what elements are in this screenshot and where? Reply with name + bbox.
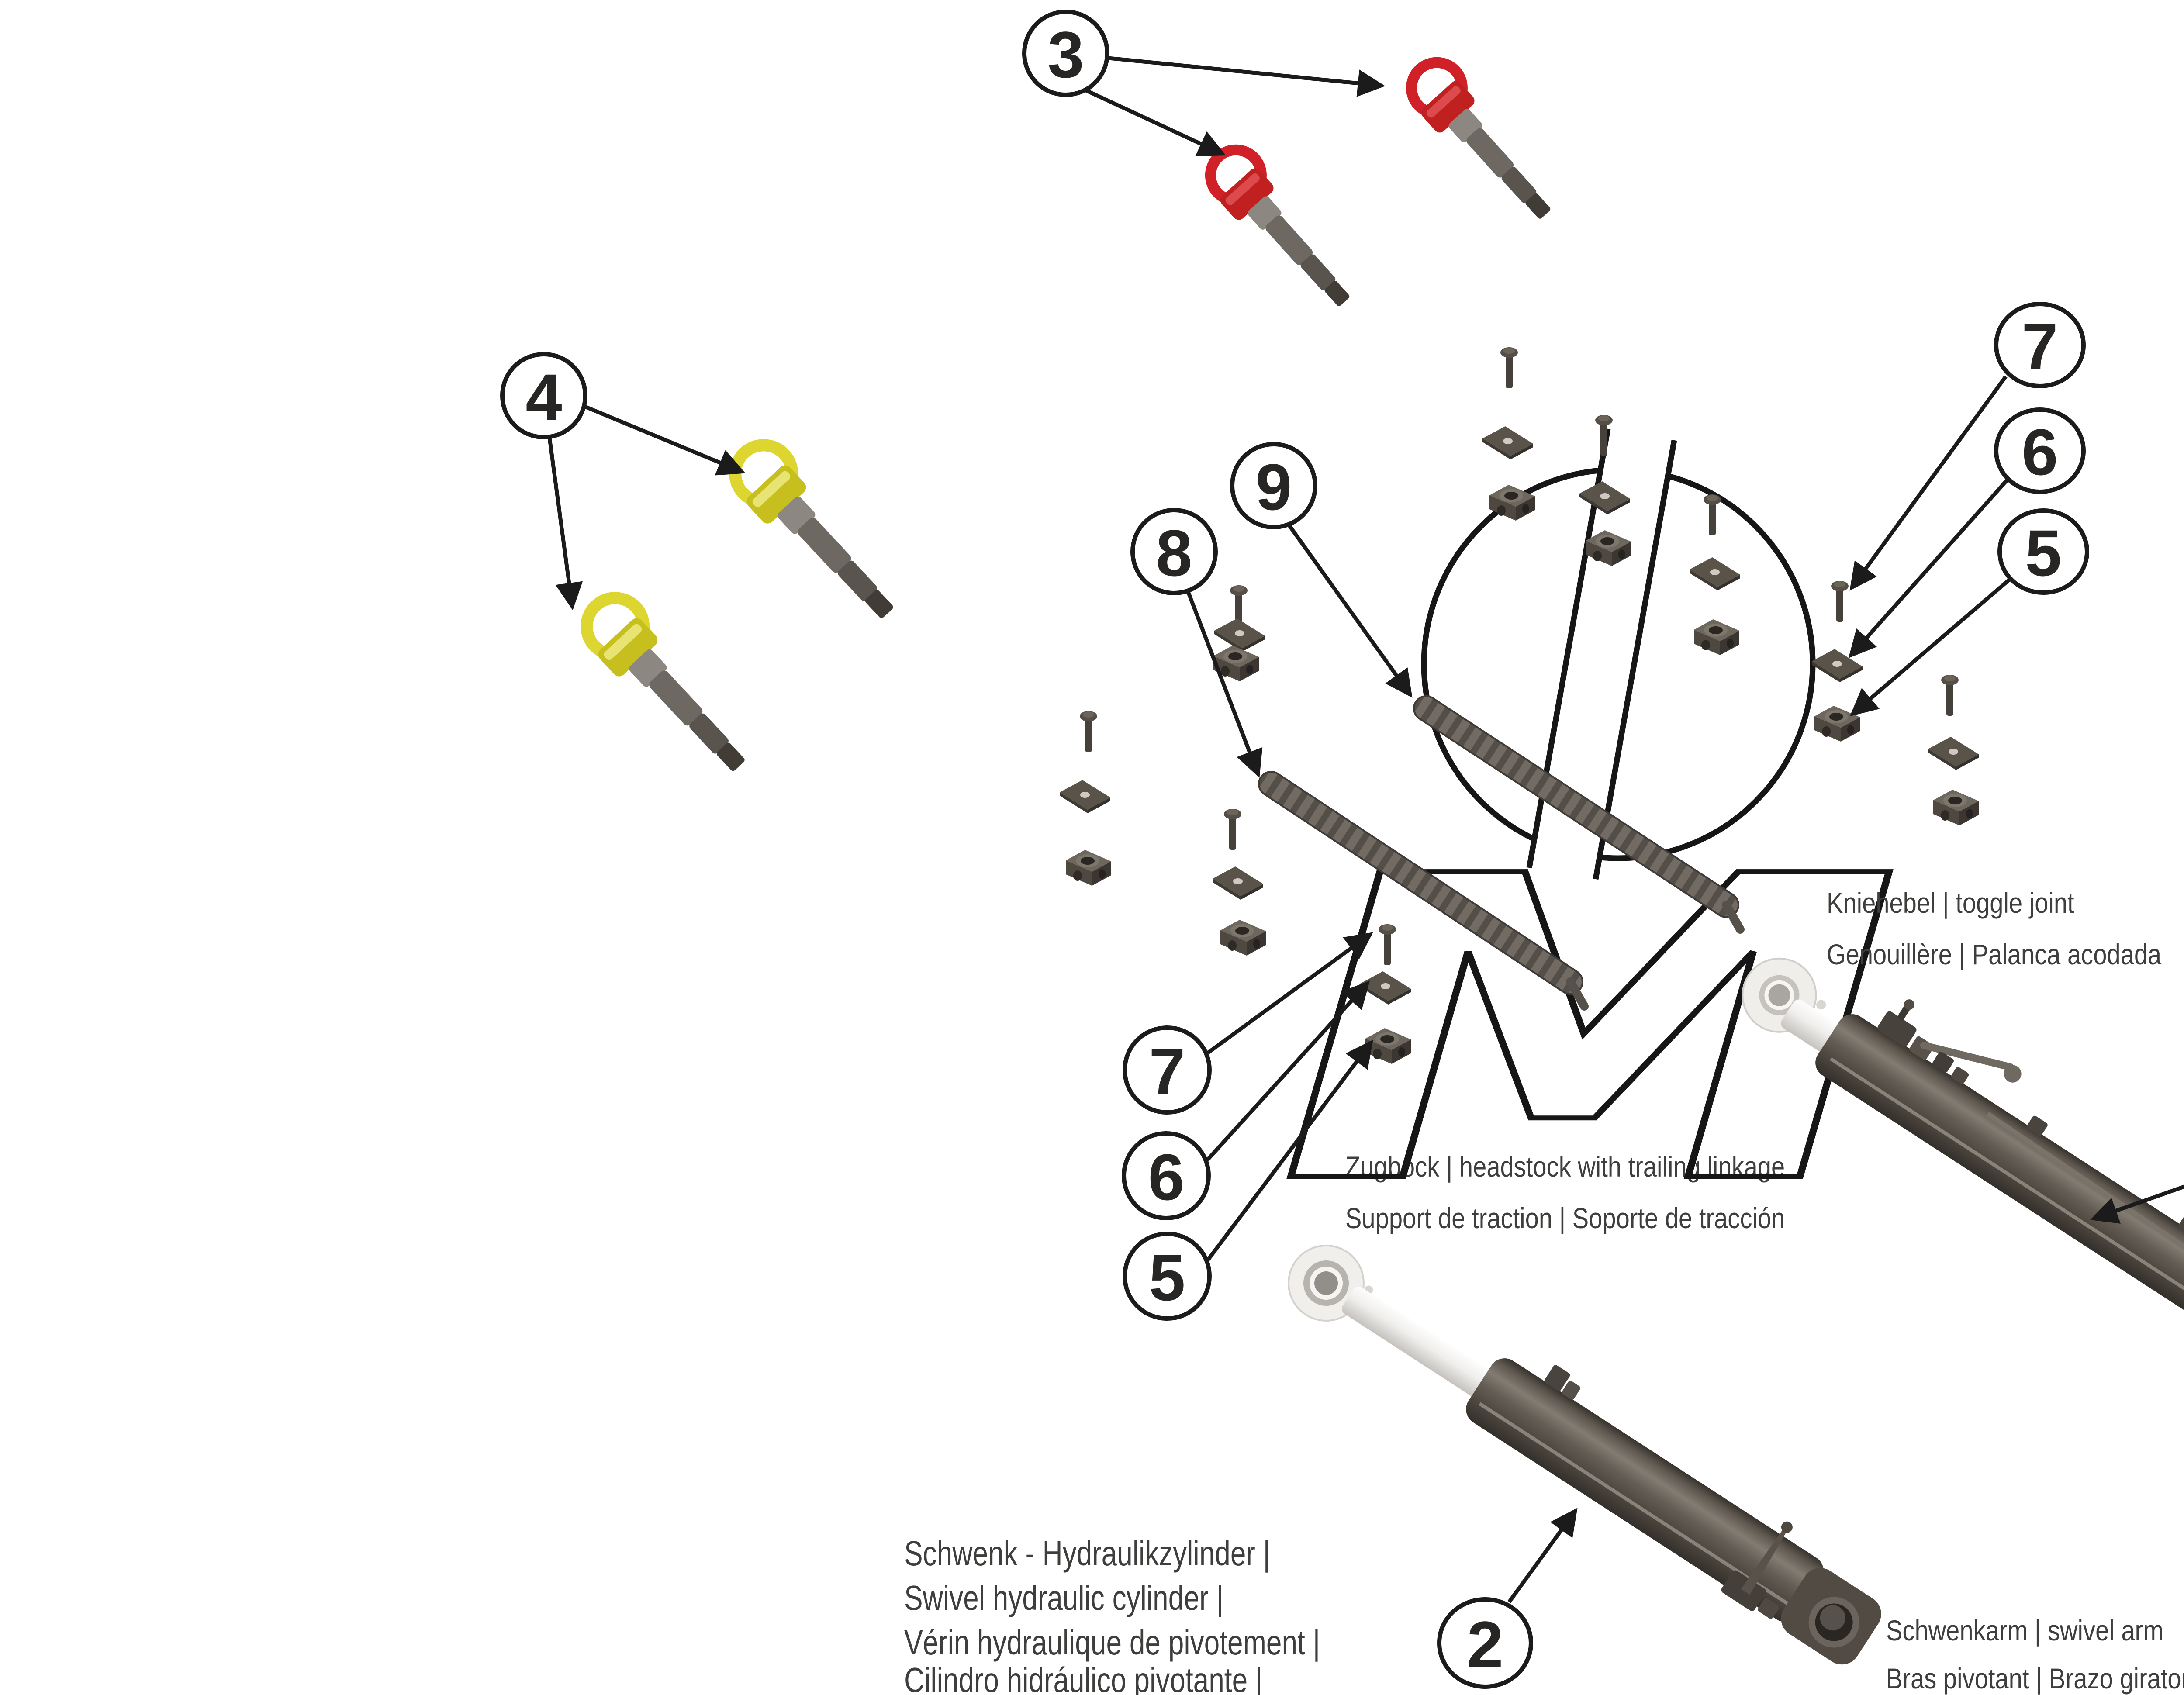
threaded-rod-8 (1258, 771, 1589, 1011)
label-toggle-joint-line1: Kniehebel | toggle joint (1827, 887, 2074, 919)
arrow-9-to-rod (1286, 522, 1413, 698)
arrow-5l-to-block (1206, 1039, 1373, 1261)
bevel-washer (1214, 618, 1265, 652)
label-headstock-line1: Zugbock | headstock with trailing linkag… (1345, 1151, 1785, 1183)
callout-9-circle (1230, 442, 1317, 529)
bolt (1224, 809, 1241, 850)
bolt (1080, 711, 1097, 752)
arrow-3-to-right-pin (1104, 55, 1386, 97)
callout-4-circle (500, 352, 587, 439)
callout-6-right-number: 6 (2022, 415, 2058, 489)
clamp-block (1066, 850, 1111, 886)
label-toggle-joint-line2: Genouillère | Palanca acodada (1827, 939, 2162, 970)
callout-5-right-circle (1997, 508, 2089, 595)
bolt (1831, 581, 1849, 622)
callout-7-right-number: 7 (2022, 310, 2058, 383)
arrow-6l-to-washer (1206, 980, 1370, 1162)
callout-8-number: 8 (1156, 516, 1192, 590)
callout-6-left-circle (1122, 1131, 1211, 1220)
callout-3-number: 3 (1047, 18, 1084, 91)
bolt (1941, 675, 1959, 716)
label-swivel-cylinder-line2: Swivel hydraulic cylinder | (904, 1578, 1224, 1617)
label-headstock: Zugbock | headstock with trailing linkag… (1345, 1151, 1785, 1234)
callout-6-left-number: 6 (1148, 1140, 1184, 1214)
leader-arrows (547, 55, 2184, 1603)
clamp-block (1933, 790, 1979, 825)
bevel-washer (1690, 557, 1740, 590)
callout-3-circle (1022, 10, 1109, 97)
arrow-6r-to-washer (1848, 478, 2009, 659)
label-headstock-line2: Support de traction | Soporte de tracció… (1345, 1202, 1785, 1234)
bevel-washer (1928, 737, 1979, 770)
callout-8-circle (1130, 508, 1218, 595)
callout-2-number: 2 (1467, 1608, 1503, 1681)
arrow-4-to-right-pin (581, 403, 746, 476)
callout-7-left-number: 7 (1149, 1035, 1185, 1108)
callout-7-left-circle (1123, 1025, 1212, 1115)
bevel-washer (1060, 780, 1110, 813)
arrow-7r-to-bolt (1849, 375, 2008, 591)
linch-pin-red-left (1197, 139, 1366, 319)
callout-numbers: 3 4 7 6 5 9 8 7 6 5 1 2 (525, 18, 2061, 1681)
hydraulic-cylinder-folding (1742, 957, 2184, 1314)
arrow-4-to-left-pin (547, 437, 583, 611)
bevel-washer (1812, 649, 1863, 682)
linch-pin-red-right (1398, 52, 1567, 231)
callout-5-right-number: 5 (2025, 516, 2061, 590)
watermark-slash-right-icon (1593, 439, 1677, 880)
arrow-5r-to-block (1849, 577, 2012, 717)
arrow-2-to-cylinder (1507, 1508, 1578, 1603)
label-swivel-cylinder-line3: Vérin hydraulique de pivotement | (904, 1623, 1320, 1662)
arrow-3-to-left-pin (1083, 87, 1226, 156)
threaded-rod-9 (1413, 695, 1745, 934)
hydraulic-cylinder-swivel (1288, 1245, 1881, 1665)
bolt (1704, 494, 1721, 535)
arrow-1-to-cylinder (2090, 1184, 2184, 1224)
part-labels: Kniehebel | toggle joint Genouillère | P… (904, 887, 2184, 1695)
callout-4-number: 4 (525, 360, 562, 434)
linch-pin-yellow-left (571, 587, 763, 786)
linch-pin-yellow-right (720, 434, 912, 633)
bolt (1500, 347, 1518, 388)
label-swivel-cylinder-line4: Cilindro hidráulico pivotante | (904, 1660, 1263, 1695)
label-swivel-arm-line2: Bras pivotant | Brazo giratorio (1886, 1663, 2184, 1695)
clamp-block (1220, 920, 1266, 956)
callout-9-number: 9 (1255, 450, 1292, 524)
callout-5-left-number: 5 (1149, 1241, 1185, 1314)
callout-6-right-circle (1994, 407, 2086, 494)
label-swivel-cylinder-line1: Schwenk - Hydraulikzylinder | (904, 1534, 1270, 1573)
callout-circles (500, 10, 2089, 1689)
label-swivel-arm-line1: Schwenkarm | swivel arm (1886, 1615, 2163, 1647)
callout-2-circle (1437, 1597, 1533, 1689)
callout-7-right-circle (1994, 302, 2086, 388)
clamp-block (1694, 619, 1739, 655)
callout-5-left-circle (1123, 1232, 1212, 1321)
bevel-washer (1213, 866, 1263, 900)
arrow-8-to-rod (1186, 591, 1263, 778)
arrow-7l-to-bolt (1207, 932, 1373, 1054)
bevel-washer (1482, 426, 1533, 459)
